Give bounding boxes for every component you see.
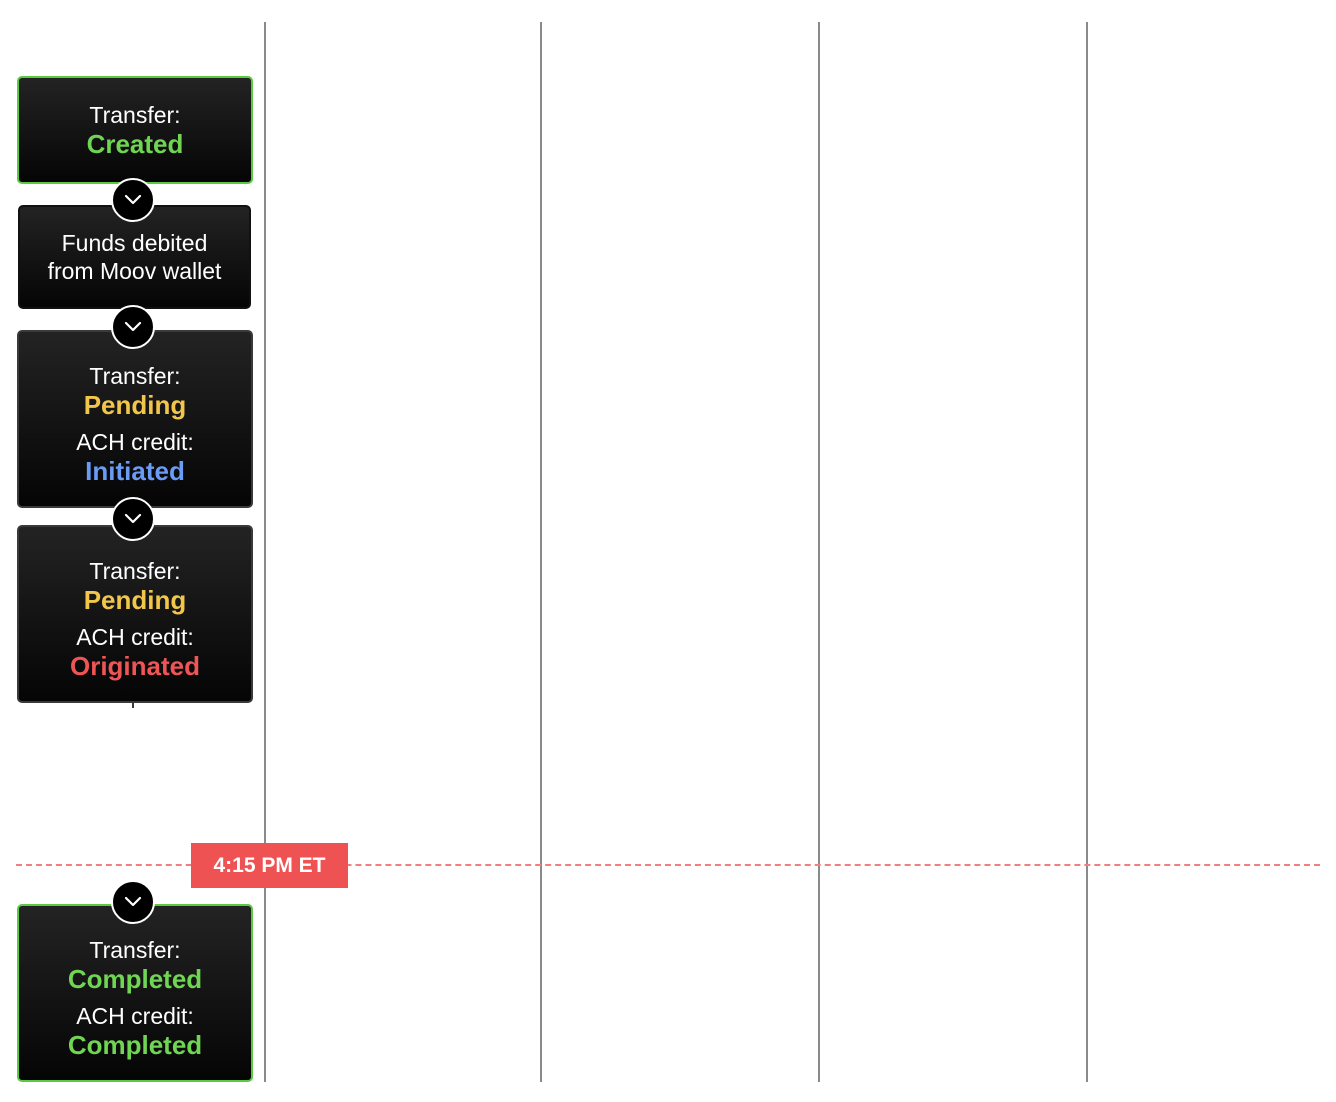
card-status-transfer: Completed (67, 964, 203, 994)
card-status-ach: Initiated (85, 456, 185, 486)
card-status-ach: Completed (67, 1030, 203, 1060)
card-label-transfer: Transfer: (89, 937, 181, 963)
connector-stub (132, 703, 134, 708)
chevron-down-icon (111, 178, 155, 222)
column-divider-4 (1086, 22, 1088, 1082)
column-divider-1 (264, 22, 266, 1082)
chevron-down-icon (111, 305, 155, 349)
chevron-down-icon (111, 880, 155, 924)
card-funds-debited: Funds debited from Moov wallet (18, 205, 251, 309)
card-label-ach: ACH credit: (76, 1003, 194, 1029)
card-status-ach: Originated (69, 651, 200, 681)
card-text-line1: Funds debited (61, 230, 208, 256)
card-status-transfer: Pending (83, 585, 187, 615)
cutoff-dashed-line (16, 864, 1320, 866)
column-divider-2 (540, 22, 542, 1082)
card-label-transfer: Transfer: (89, 363, 181, 389)
column-divider-3 (818, 22, 820, 1082)
card-text-line2: from Moov wallet (47, 258, 222, 284)
card-label-ach: ACH credit: (76, 429, 194, 455)
card-pending-originated: Transfer: Pending ACH credit: Originated (17, 525, 253, 703)
card-completed: Transfer: Completed ACH credit: Complete… (17, 904, 253, 1082)
chevron-down-icon (111, 497, 155, 541)
card-label: Transfer: (89, 102, 181, 128)
card-label-ach: ACH credit: (76, 624, 194, 650)
card-label-transfer: Transfer: (89, 558, 181, 584)
cutoff-time-badge: 4:15 PM ET (191, 843, 348, 888)
card-status-transfer: Pending (83, 390, 187, 420)
card-status: Created (86, 129, 184, 159)
card-transfer-created: Transfer: Created (17, 76, 253, 184)
card-pending-initiated: Transfer: Pending ACH credit: Initiated (17, 330, 253, 508)
